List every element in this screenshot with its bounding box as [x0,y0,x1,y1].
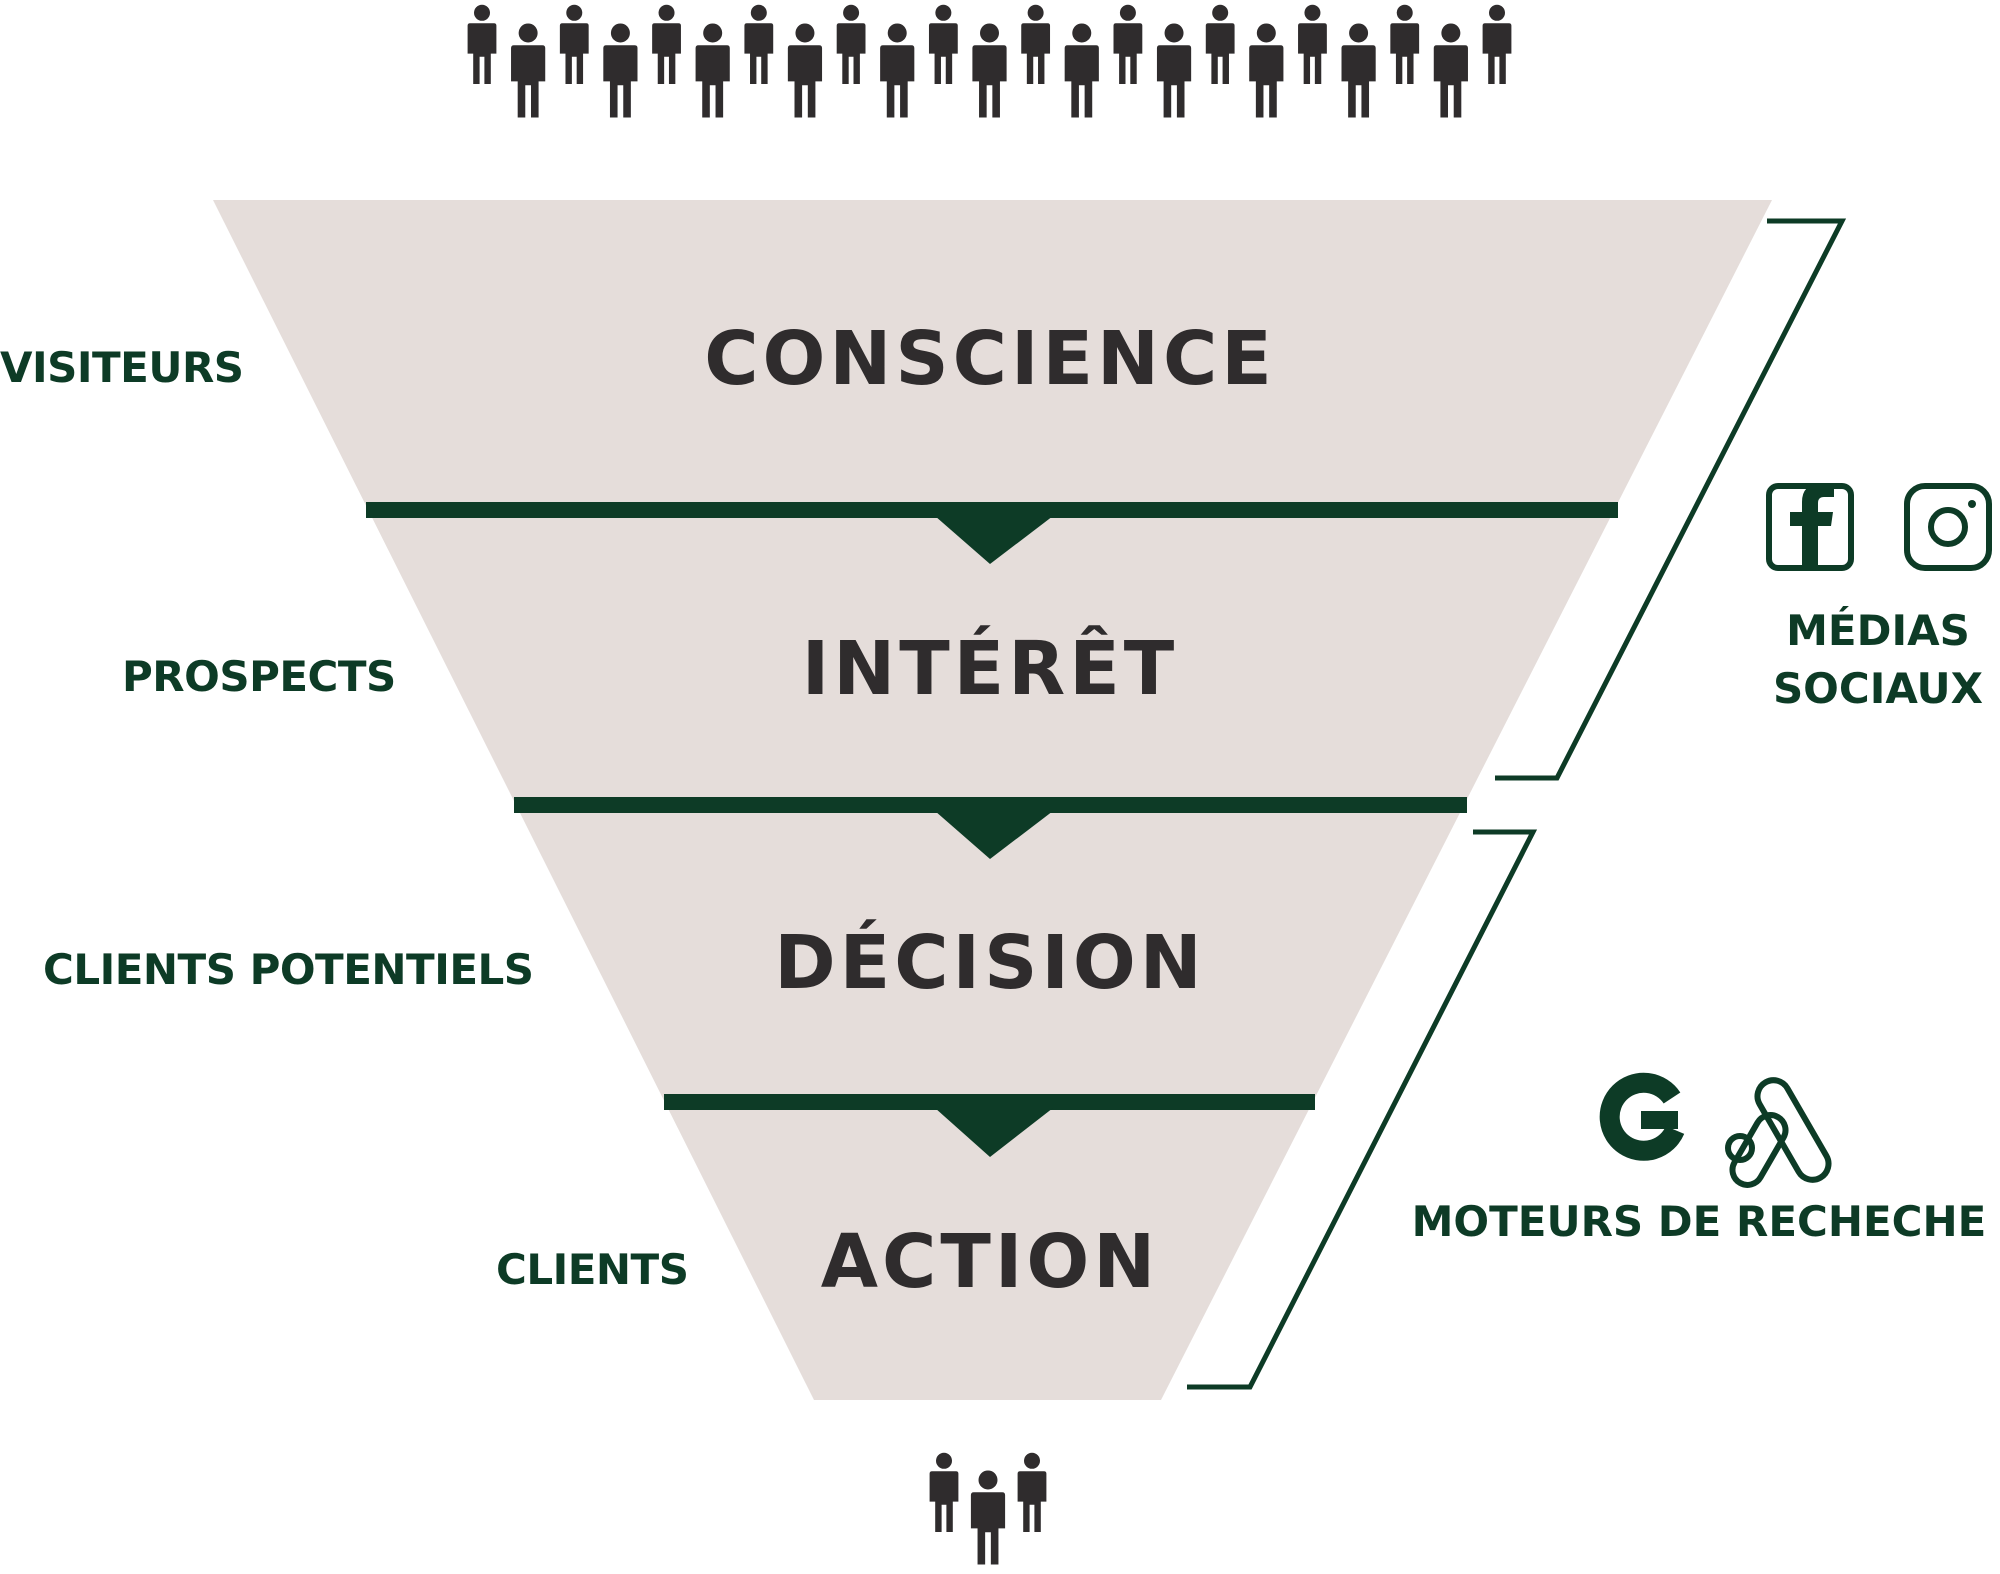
person-icon [1433,23,1468,118]
person-icon [928,4,958,84]
person-icon [559,4,589,84]
person-icon [1113,4,1143,84]
audience-label-visiteurs: VISITEURS [0,343,244,392]
person-icon [1021,4,1051,84]
person-icon [1156,23,1192,118]
person-icon [1205,4,1235,84]
person-icon [1482,4,1512,84]
person-icon [652,4,681,84]
bracket-social [1495,218,1847,781]
separator-2 [514,797,1467,859]
stage-interet: INTÉRÊT [802,624,1179,712]
channel-social-line2: SOCIAUX [1772,664,1984,713]
channel-social-line1: MÉDIAS [1786,606,1970,655]
audience-label-clients: CLIENTS [496,1245,689,1294]
person-icon [1064,23,1099,118]
audience-label-prospects: PROSPECTS [122,652,396,701]
stage-conscience: CONSCIENCE [704,316,1276,402]
crowd-bottom [929,1452,1047,1565]
stage-decision: DÉCISION [774,918,1205,1006]
person-icon [744,4,774,84]
person-icon [1341,23,1376,118]
facebook-icon [1766,483,1854,571]
channel-label-search: MOTEURS DE RECHECHE [1411,1197,1987,1246]
instagram-icon [1904,483,1992,571]
google-icon [1599,1072,1685,1161]
crowd-top [467,4,1512,118]
person-icon [836,4,866,84]
separator-3 [664,1094,1315,1157]
separator-1 [366,502,1618,564]
person-icon [1390,4,1420,84]
person-icon [880,23,915,118]
person-icon [972,23,1007,118]
google-ads-icon [1725,1077,1832,1188]
person-icon [929,1452,959,1532]
channel-label-social: MÉDIAS SOCIAUX [1762,602,1994,718]
person-icon [1298,4,1327,84]
person-icon [467,4,497,84]
person-icon [787,23,823,118]
person-icon [970,1470,1006,1565]
stage-action: ACTION [821,1219,1159,1305]
person-icon [1249,23,1284,118]
bracket-search [1187,829,1538,1390]
person-icon [695,23,730,118]
person-icon [511,23,546,118]
person-icon [1017,1452,1047,1532]
person-icon [603,23,638,118]
audience-label-clients-potentiels: CLIENTS POTENTIELS [43,945,534,994]
